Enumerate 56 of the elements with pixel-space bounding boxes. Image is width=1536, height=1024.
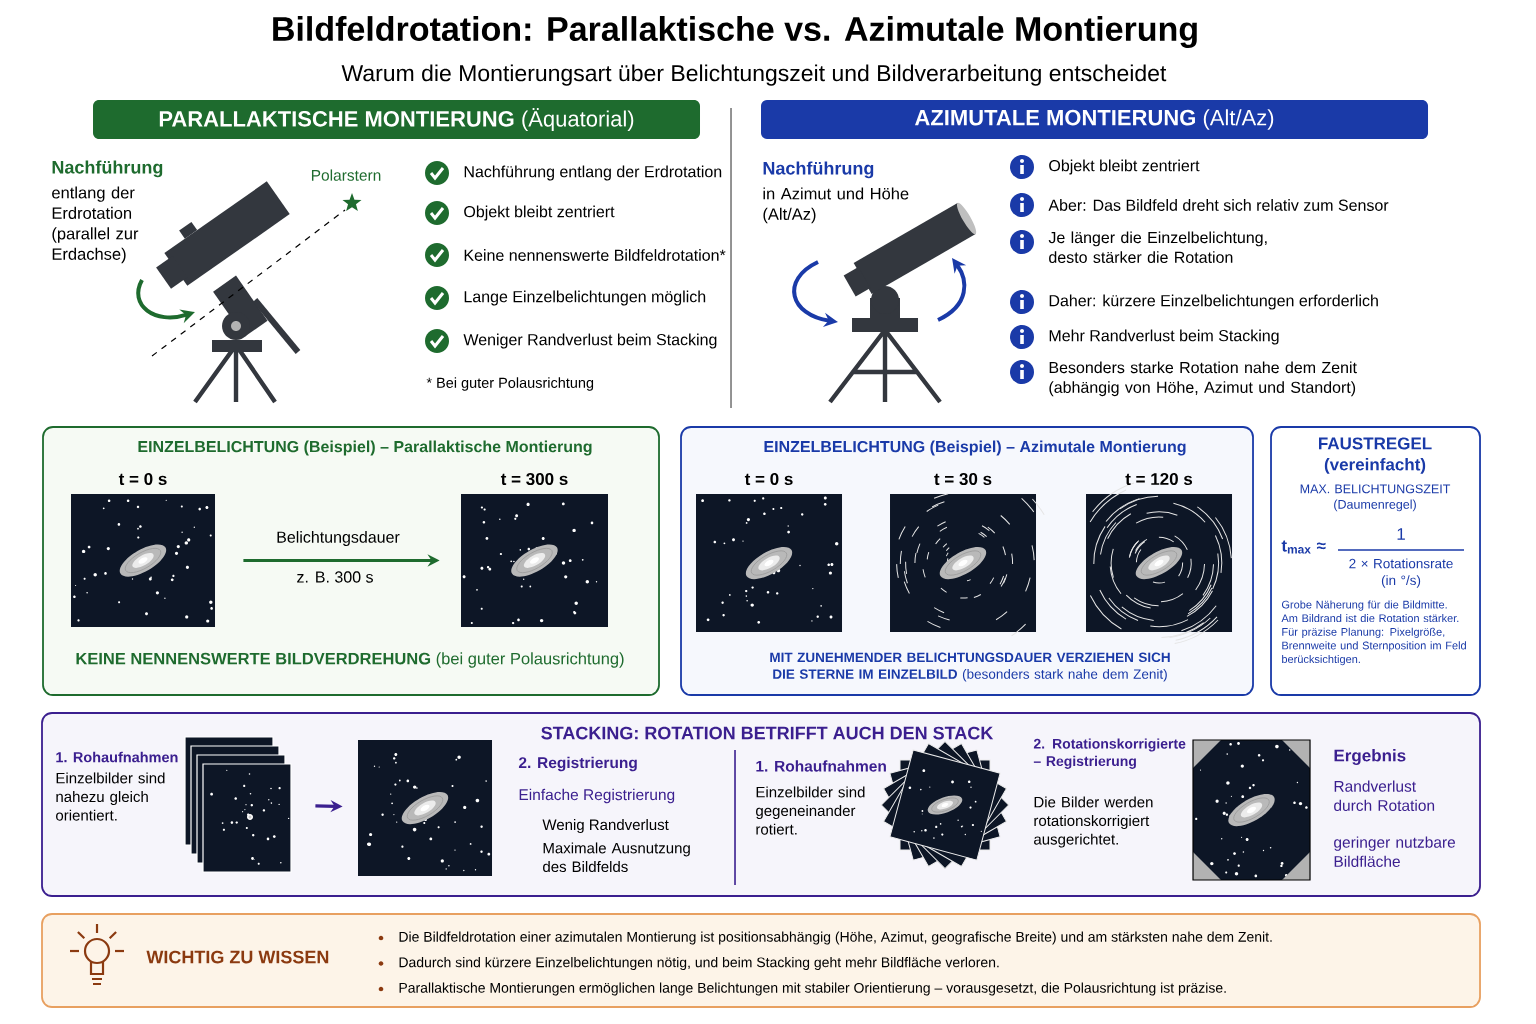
list-item: Mehr Randverlust beim Stacking xyxy=(1049,329,1279,345)
text: EINZELBELICHTUNG (Beispiel) – Parallaktische Montierung xyxy=(138,440,592,456)
list-item: Aber: Das Bildfeld dreht sich relativ zum Sensor xyxy=(1048,199,1389,211)
list-item: Wenig Randverlust xyxy=(542,819,669,833)
list-item: Weniger Randverlust beim Stacking xyxy=(463,333,717,349)
time-label: t = 30 s xyxy=(934,473,992,486)
result-note: geringer nutzbare Bildfläche xyxy=(1334,836,1456,867)
time-label: t = 0 s xyxy=(118,473,167,485)
text: Grobe Näherung für die Bildmitte. Am Bildrand ist die Rotation stärker. Für präzise Planung: Pixelgröße, Brennweite und Sternposition im Feld berücksichtigen. xyxy=(1281,600,1466,666)
text: 2 × Rotationsrate (in °/s) xyxy=(1349,558,1453,588)
result-note: Randverlust durch Rotation xyxy=(1334,780,1435,811)
step-description: Die Bilder werden rotationskorrigiert ausgerichtet. xyxy=(1034,796,1153,848)
text: STACKING: ROTATION BETRIFFT AUCH DEN STACK xyxy=(541,726,994,740)
list-item: Keine nennenswerte Bildfeldrotation* xyxy=(464,249,726,261)
title: Bildfeldrotation: Parallaktische vs. Azimutale Montierung xyxy=(273,16,1197,48)
result-image xyxy=(1192,739,1311,881)
text: MIT ZUNEHMENDER BELICHTUNGSDAUER VERZIEHEN SICH DIE STERNE IM EINZELBILD (besonders stark nahe dem Zenit) xyxy=(770,652,1170,682)
heading: Nachführung xyxy=(52,160,163,178)
info-box xyxy=(1270,426,1481,696)
text: KEINE NENNENSWERTE BILDVERDREHUNG (bei guter Polausrichtung) xyxy=(76,652,624,668)
header-bar: AZIMUTALE MONTIERUNG (Alt/Az) xyxy=(761,100,1428,139)
description: entlang der Erdrotation (parallel zur Erdachse) xyxy=(52,186,139,264)
text: EINZELBELICHTUNG (Beispiel) – Azimutale Montierung xyxy=(764,440,1186,456)
step-subheading: Einfache Registrierung xyxy=(519,788,675,804)
list-item: Objekt bleibt zentriert xyxy=(464,205,615,221)
galaxy-image xyxy=(358,740,492,876)
header-bar: PARALLAKTISCHE MONTIERUNG (Äquatorial) xyxy=(93,100,700,139)
text: MAX. BELICHTUNGSZEIT (Daumenregel) xyxy=(1300,484,1451,512)
time-label: t = 300 s xyxy=(500,473,568,486)
text: FAUSTREGEL (vereinfacht) xyxy=(1319,437,1432,474)
list-item: Besonders starke Rotation nahe dem Zenit (abhängig von Höhe, Azimut und Standort) xyxy=(1049,361,1357,397)
text: 1 xyxy=(1397,528,1405,540)
text: WICHTIG ZU WISSEN xyxy=(146,950,329,964)
footnote: * Bei guter Polausrichtung xyxy=(426,377,594,391)
list-item: Je länger die Einzelbelichtung, desto stärker die Rotation xyxy=(1048,231,1267,263)
heading: Nachführung xyxy=(763,161,874,179)
list-item: Daher: kürzere Einzelbelichtungen erforderlich xyxy=(1049,294,1378,310)
subtitle: Warum die Montierungsart über Belichtungszeit und Bildverarbeitung entscheidet xyxy=(341,64,1167,86)
image-stack-drawing xyxy=(184,736,292,873)
text: t$_{max}$ ≈ xyxy=(1281,540,1326,554)
text: Dadurch sind kürzere Einzelbelichtungen nötig, und beim Stacking geht mehr Bildfläche verloren. xyxy=(399,957,999,971)
step-description: Einzelbilder sind nahezu gleich orientiert. xyxy=(56,772,165,821)
star-label: Polarstern xyxy=(311,169,381,181)
list-item: Maximale Ausnutzung des Bildfelds xyxy=(543,842,690,873)
text: Parallaktische Montierungen ermöglichen lange Belichtungen mit stabiler Orientierung – vorausgesetzt, die Polausrichtung ist präzise. xyxy=(399,982,1226,996)
edge-note: z. B. 300 s xyxy=(297,571,373,583)
step-heading: 1. Rohaufnahmen xyxy=(756,760,886,772)
step-heading: Ergebnis xyxy=(1334,749,1406,765)
time-label: t = 0 s xyxy=(744,473,793,485)
list-item: Lange Einzelbelichtungen möglich xyxy=(464,290,706,306)
time-label: t = 120 s xyxy=(1125,473,1193,485)
description: in Azimut und Höhe (Alt/Az) xyxy=(763,187,909,224)
list-item: Objekt bleibt zentriert xyxy=(1049,159,1200,175)
text: Die Bildfeldrotation einer azimutalen Montierung ist positionsabhängig (Höhe, Azimut, geografische Breite) und am stärksten nahe dem Zenit. xyxy=(399,931,1272,945)
edge-label: Belichtungsdauer xyxy=(277,531,400,546)
list-item: Nachführung entlang der Erdrotation xyxy=(464,165,722,181)
